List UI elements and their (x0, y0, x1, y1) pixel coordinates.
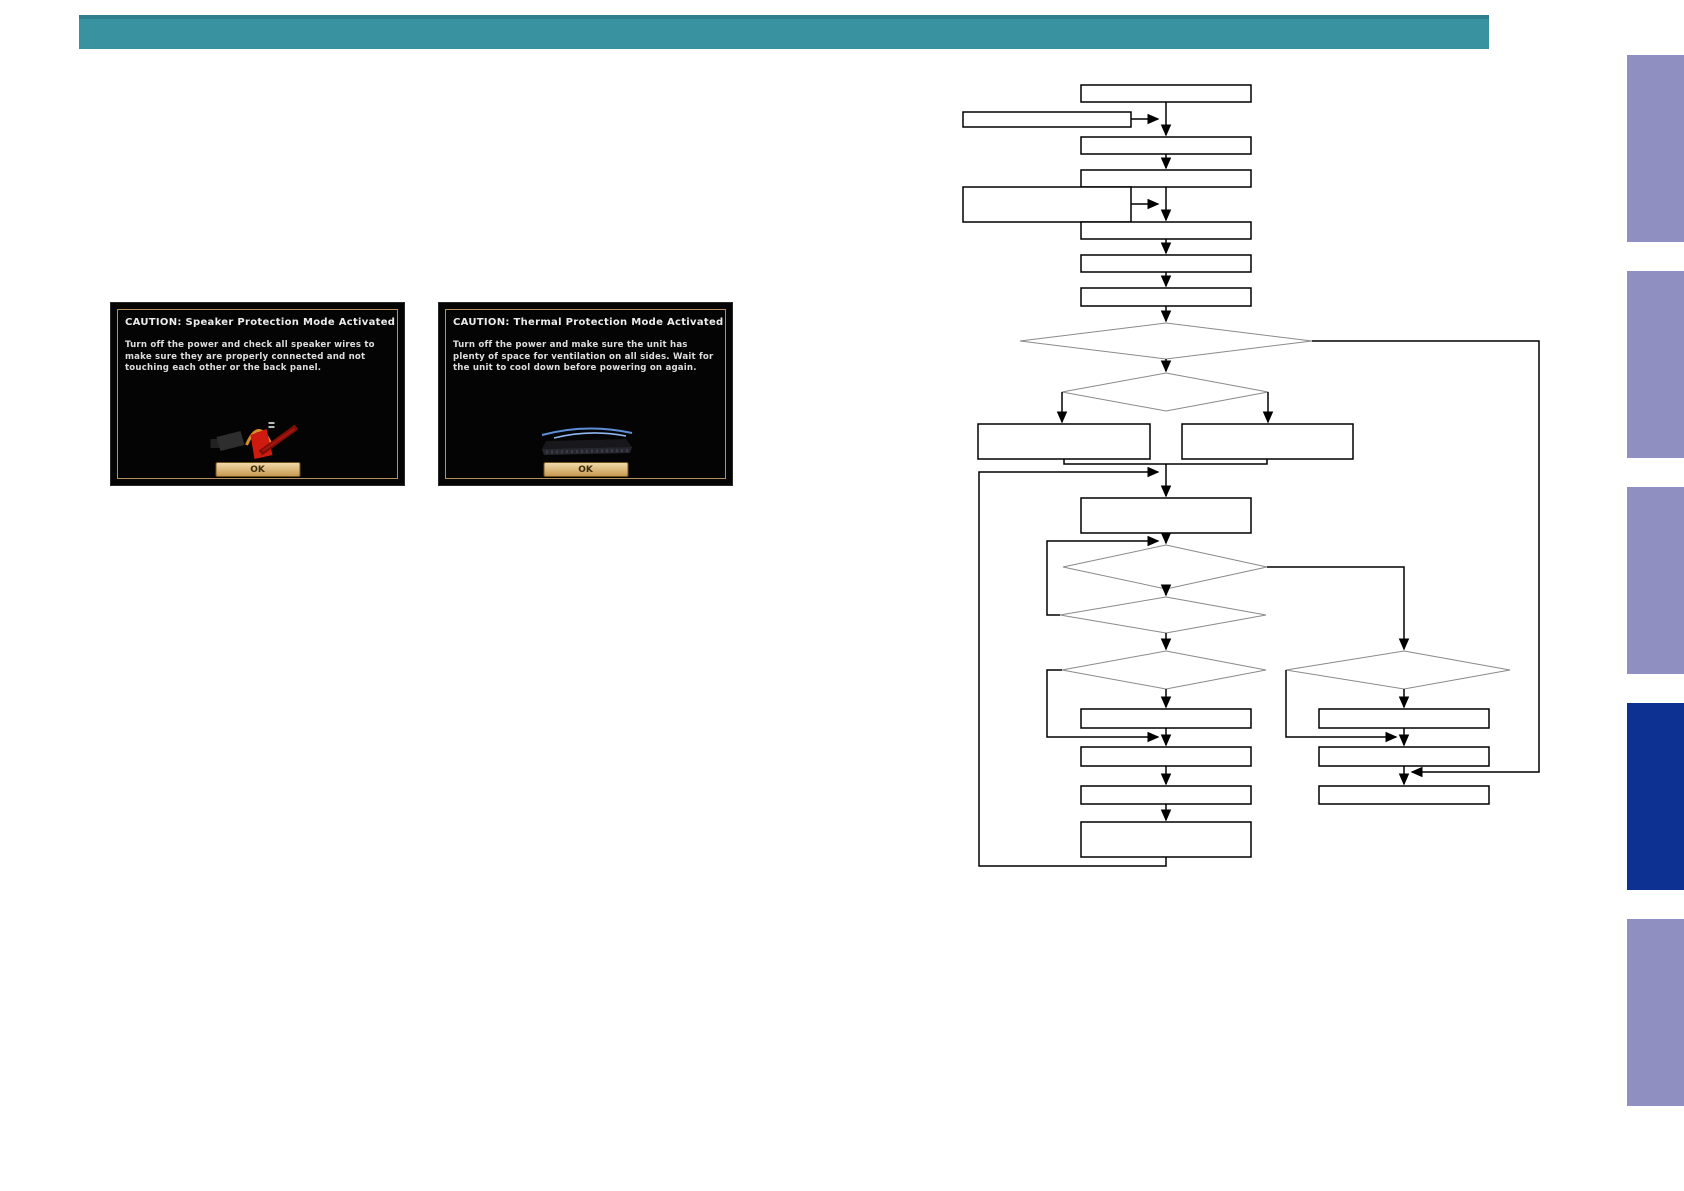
flow-decision-diamond (1285, 650, 1511, 690)
flow-connector (1267, 566, 1410, 651)
flow-step-box (1080, 254, 1252, 273)
thermal-protection-dialog: CAUTION: Thermal Protection Mode Activat… (438, 302, 733, 486)
flow-step-box (1080, 708, 1252, 729)
flow-step-box (1080, 821, 1252, 858)
flow-decision-diamond (1061, 372, 1269, 412)
flow-step-box (1080, 84, 1252, 103)
sidebar-tab-1[interactable] (1627, 55, 1684, 242)
receiver-ventilation-illustration (541, 427, 632, 455)
sidebar-tab-3[interactable] (1627, 487, 1684, 674)
flow-step-box (962, 186, 1132, 223)
sidebar-tab-2[interactable] (1627, 271, 1684, 458)
flow-decision-diamond (1062, 544, 1268, 590)
flow-step-box (1318, 746, 1490, 767)
ok-button[interactable]: OK (543, 462, 628, 477)
flow-step-box (1080, 287, 1252, 307)
flow-step-box (1318, 785, 1490, 805)
flow-step-box (1080, 785, 1252, 805)
flow-decision-diamond (1019, 322, 1313, 360)
sidebar-tab-5[interactable] (1627, 919, 1684, 1106)
dialog-gold-frame (117, 309, 398, 479)
flow-connector (1312, 340, 1540, 778)
flow-step-box (1080, 221, 1252, 240)
flow-decision-diamond (1061, 650, 1267, 690)
flow-step-box (1080, 136, 1252, 155)
flow-decision-diamond (1059, 596, 1267, 634)
dialog-title: CAUTION: Thermal Protection Mode Activat… (453, 317, 724, 328)
dialog-message: Turn off the power and make sure the uni… (453, 340, 714, 373)
dialog-message: Turn off the power and check all speaker… (125, 340, 375, 373)
section-header-bar (79, 15, 1489, 49)
flow-connector (1046, 669, 1160, 743)
flow-step-box (1318, 708, 1490, 729)
speaker-protection-dialog: CAUTION: Speaker Protection Mode Activat… (110, 302, 405, 486)
flow-step-box (977, 423, 1151, 460)
speaker-wire-illustration (210, 422, 298, 459)
flow-connector (1046, 535, 1160, 616)
flow-step-box (1080, 746, 1252, 767)
flow-step-box (962, 111, 1132, 128)
ok-button[interactable]: OK (215, 462, 300, 477)
flow-step-box (1080, 169, 1252, 188)
flow-connector (978, 466, 1167, 867)
flow-step-box (1080, 497, 1252, 534)
dialog-title: CAUTION: Speaker Protection Mode Activat… (125, 317, 396, 328)
sidebar-tab-4[interactable] (1627, 703, 1684, 890)
dialog-gold-frame (445, 309, 726, 479)
flow-connector (1285, 670, 1398, 743)
flow-step-box (1181, 423, 1354, 460)
